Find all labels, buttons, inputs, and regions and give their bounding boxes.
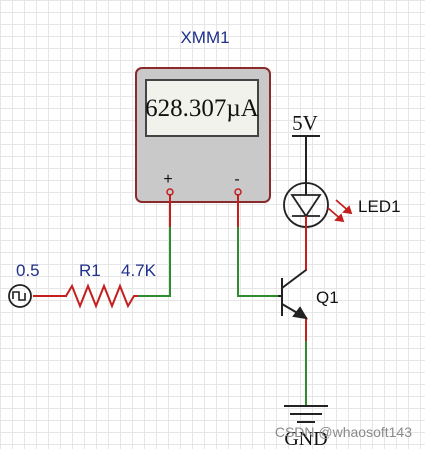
supply-5v xyxy=(292,135,320,178)
led-triangle xyxy=(290,194,322,218)
multimeter-reading: 628.307µA xyxy=(145,95,259,122)
supply-label: 5V xyxy=(292,111,318,135)
multimeter-name-label: XMM1 xyxy=(180,28,229,47)
led-emission-arrows-icon xyxy=(327,199,353,223)
wire-meter-plus-green xyxy=(137,227,171,297)
transistor-collector xyxy=(281,269,307,289)
ac-source-circle xyxy=(8,284,32,308)
resistor-r1 xyxy=(65,283,138,309)
wires xyxy=(33,194,307,405)
led-name-label: LED1 xyxy=(358,197,401,216)
transistor-name-label: Q1 xyxy=(316,288,339,307)
ac-source-wave-icon xyxy=(12,291,26,301)
resistor-name-label: R1 xyxy=(79,261,101,280)
watermark-text: CSDN @whaosoft143 xyxy=(275,424,412,440)
transistor-emitter-arrow-icon xyxy=(292,306,308,320)
led1 xyxy=(283,178,353,232)
multimeter-minus-label: - xyxy=(234,171,239,188)
multimeter-xmm1: 628.307µA + - xyxy=(135,67,271,203)
ac-source xyxy=(8,284,32,308)
ground-label: GND xyxy=(284,428,327,449)
multimeter-plus-label: + xyxy=(163,171,172,188)
ground-symbol xyxy=(284,405,328,423)
wire-meter-minus-green xyxy=(237,227,279,297)
multimeter-screen xyxy=(145,79,259,137)
resistor-zigzag xyxy=(65,283,138,309)
transistor-q1 xyxy=(278,269,308,320)
source-value-label: 0.5 xyxy=(16,261,40,280)
resistor-value-label: 4.7K xyxy=(121,261,157,280)
